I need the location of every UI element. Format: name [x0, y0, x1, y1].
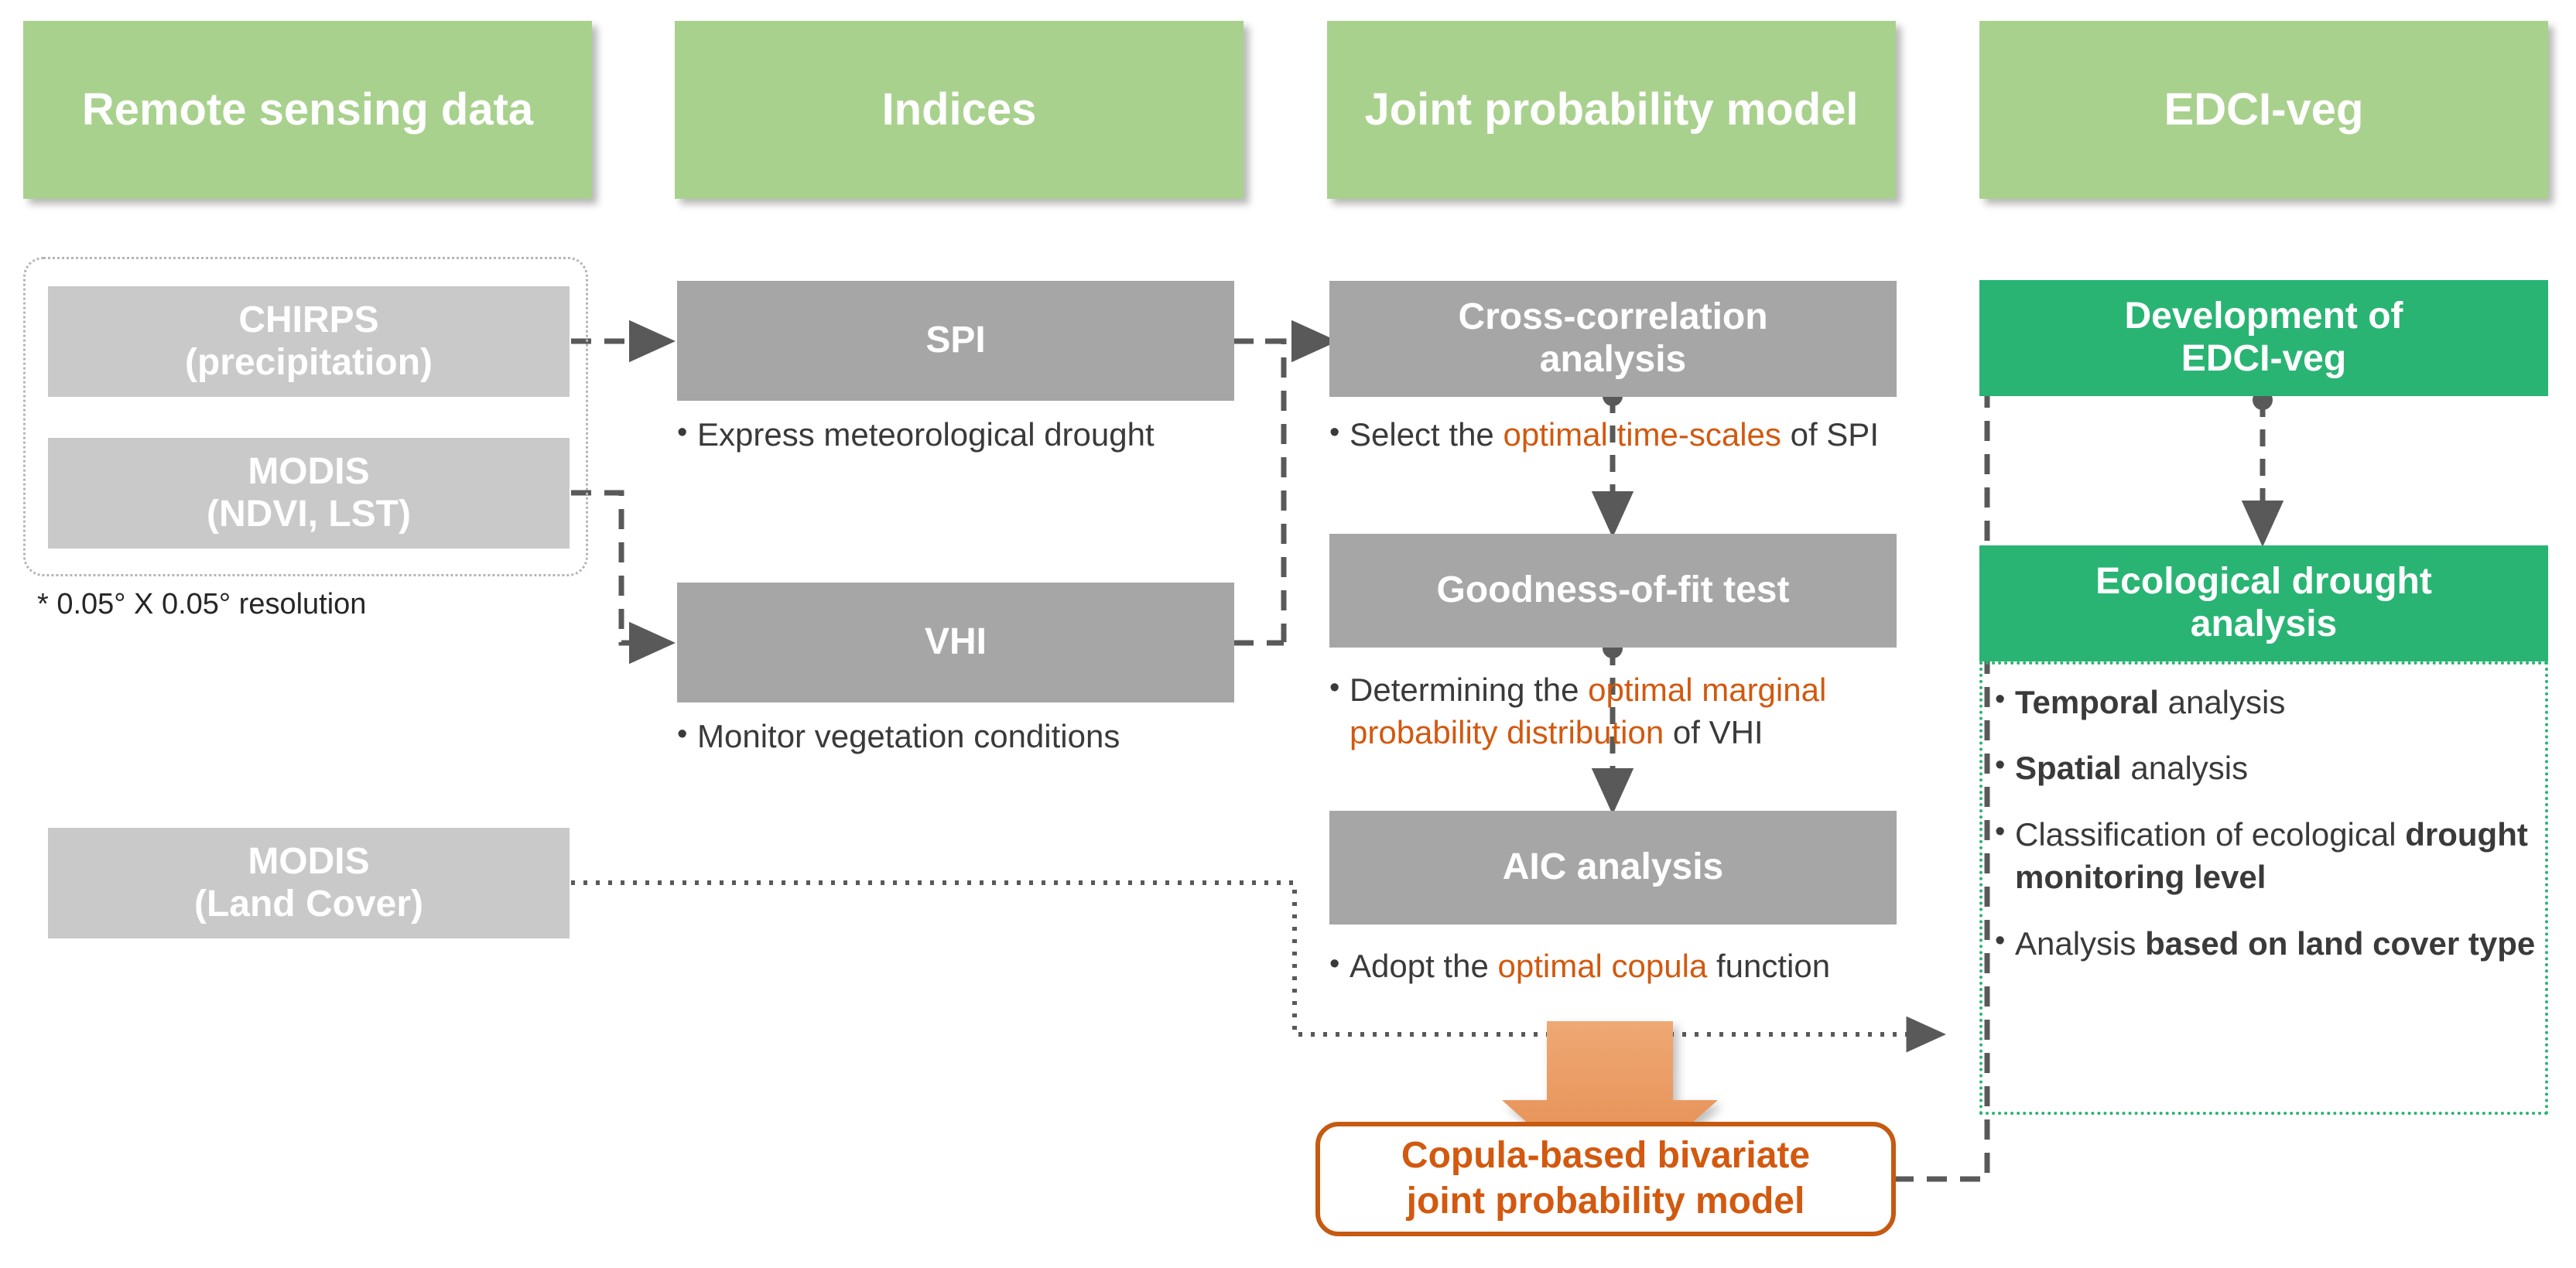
cross-correlation-box: Cross-correlation analysis: [1329, 281, 1897, 397]
bullet-plain: Classification of ecological: [2015, 815, 2406, 853]
header-label: Remote sensing data: [81, 84, 534, 135]
spi-bullet: • Express meteorological drought: [677, 414, 1265, 456]
bullet-dot: •: [1329, 948, 1340, 980]
copula-label: Copula-based bivariate joint probability…: [1401, 1135, 1811, 1222]
aic-bullet-post: function: [1707, 948, 1831, 984]
goodness-of-fit-label: Goodness-of-fit test: [1436, 569, 1790, 611]
edci-bullets-container: [1979, 661, 2548, 1115]
spi-label: SPI: [925, 320, 986, 361]
header-edci-veg: EDCI-veg: [1979, 21, 2548, 199]
bullet-dot: •: [1995, 683, 2006, 716]
vhi-bullet: • Monitor vegetation conditions: [677, 716, 1265, 758]
ecological-label: Ecological drought analysis: [2095, 561, 2432, 644]
spi-bullet-text: Express meteorological drought: [697, 416, 1155, 453]
aic-bullet-highlight: optimal copula: [1497, 948, 1708, 984]
goodness-of-fit-box: Goodness-of-fit test: [1329, 534, 1897, 648]
ecological-drought-analysis-box: Ecological drought analysis: [1979, 545, 2548, 661]
header-joint-probability-model: Joint probability model: [1327, 21, 1896, 199]
modis-label: MODIS (NDVI, LST): [207, 450, 411, 535]
bullet-dot: •: [1329, 672, 1340, 704]
bullet-plain: Analysis: [2015, 925, 2146, 962]
modis-land-cover-box: MODIS (Land Cover): [48, 828, 570, 938]
list-item: • Spatial analysis: [1995, 747, 2544, 789]
gof-bullet-pre: Determining the: [1350, 672, 1589, 708]
vhi-label: VHI: [924, 621, 987, 663]
bullet-dot: •: [1995, 749, 2006, 782]
bullet-dot: •: [1995, 815, 2006, 848]
list-item: • Temporal analysis: [1995, 681, 2544, 723]
development-label: Development of EDCI-veg: [2124, 296, 2403, 379]
remote-sensing-group-container: [23, 257, 588, 576]
development-edci-box: Development of EDCI-veg: [1979, 280, 2548, 396]
land-cover-label: MODIS (Land Cover): [193, 840, 423, 925]
aic-label: AIC analysis: [1502, 846, 1724, 888]
bullet-bold-tail: drought monitoring level: [2015, 815, 2528, 896]
header-indices: Indices: [675, 21, 1244, 199]
aic-bullet: • Adopt the optimal copula function: [1329, 945, 1917, 988]
copula-model-box: Copula-based bivariate joint probability…: [1315, 1122, 1896, 1236]
resolution-note: * 0.05° X 0.05° resolution: [37, 588, 367, 620]
bullet-bold-tail: based on land cover type: [2145, 925, 2536, 962]
goodness-of-fit-bullet: • Determining the optimal marginal proba…: [1329, 669, 1902, 754]
spi-box: SPI: [677, 281, 1234, 401]
edci-bullet-list: • Temporal analysis • Spatial analysis •…: [1995, 681, 2544, 965]
cc-bullet-post: of SPI: [1781, 416, 1879, 453]
header-label: Indices: [881, 84, 1037, 135]
cc-bullet-highlight: optimal time-scales: [1503, 416, 1781, 453]
bullet-bold-lead: Spatial: [2015, 750, 2122, 787]
header-label: Joint probability model: [1364, 84, 1859, 135]
cross-correlation-bullet: • Select the optimal time-scales of SPI: [1329, 414, 1902, 456]
vhi-bullet-text: Monitor vegetation conditions: [697, 718, 1120, 754]
cross-correlation-label: Cross-correlation analysis: [1458, 296, 1768, 380]
chirps-box: CHIRPS (precipitation): [48, 286, 570, 397]
gof-bullet-highlight: optimal marginal probability distributio…: [1350, 672, 1827, 750]
vhi-box: VHI: [677, 583, 1234, 702]
bullet-dot: •: [677, 416, 688, 449]
gof-bullet-post: of VHI: [1664, 713, 1764, 750]
list-item: • Classification of ecological drought m…: [1995, 813, 2544, 899]
chirps-label: CHIRPS (precipitation): [185, 299, 433, 383]
aic-analysis-box: AIC analysis: [1329, 811, 1897, 925]
bullet-dot: •: [1329, 416, 1340, 449]
modis-ndvi-lst-box: MODIS (NDVI, LST): [48, 438, 570, 549]
bullet-rest: analysis: [2121, 750, 2249, 787]
header-remote-sensing-data: Remote sensing data: [23, 21, 592, 199]
bullet-dot: •: [1995, 924, 2006, 957]
list-item: • Analysis based on land cover type: [1995, 922, 2544, 965]
connector-spi-riser: [1233, 338, 1287, 642]
bullet-rest: analysis: [2158, 684, 2286, 720]
bullet-dot: •: [677, 718, 688, 750]
aic-bullet-pre: Adopt the: [1350, 948, 1498, 984]
cc-bullet-pre: Select the: [1350, 416, 1504, 453]
header-label: EDCI-veg: [2164, 84, 2364, 135]
bullet-bold-lead: Temporal: [2015, 684, 2159, 720]
